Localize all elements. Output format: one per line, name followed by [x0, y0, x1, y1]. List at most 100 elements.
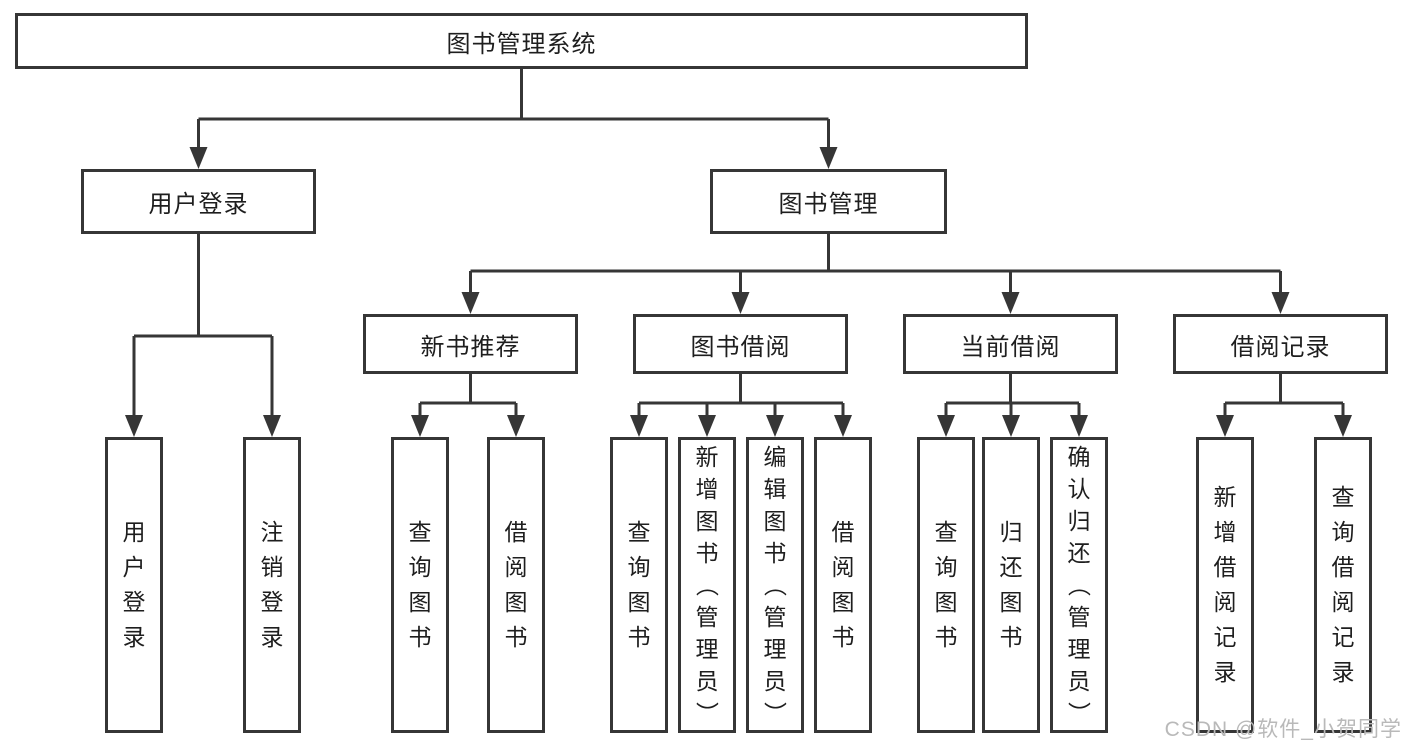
- vertical-glyph: 登: [260, 589, 284, 615]
- arrowhead-icon: [1070, 415, 1088, 437]
- vertical-glyph: 录: [1331, 659, 1355, 685]
- vertical-glyph: 图: [408, 589, 432, 615]
- vertical-glyph: 登: [122, 589, 146, 615]
- vertical-glyph: 询: [627, 554, 651, 580]
- vertical-glyph: 还: [999, 554, 1023, 580]
- vertical-glyph: （: [694, 573, 720, 597]
- vertical-glyph: 辑: [763, 476, 787, 502]
- node-book-management: 图书管理: [710, 169, 947, 234]
- vertical-glyph: 借: [504, 519, 528, 545]
- vertical-glyph: 书: [695, 540, 719, 566]
- node-leaf-edit-book-admin: 编辑图书（管理员）: [746, 437, 804, 733]
- node-current-borrowing: 当前借阅: [903, 314, 1118, 374]
- vertical-glyph: 户: [122, 554, 146, 580]
- vertical-glyph: 新: [1213, 484, 1237, 510]
- vertical-glyph: 录: [122, 624, 146, 650]
- vertical-glyph: 查: [408, 519, 432, 545]
- vertical-glyph: 管: [763, 604, 787, 630]
- arrowhead-icon: [411, 415, 429, 437]
- vertical-glyph: 销: [260, 554, 284, 580]
- vertical-glyph: 书: [831, 624, 855, 650]
- vertical-glyph: 图: [934, 589, 958, 615]
- vertical-glyph: 增: [1213, 519, 1237, 545]
- vertical-glyph: 图: [504, 589, 528, 615]
- vertical-glyph: 阅: [831, 554, 855, 580]
- node-leaf-add-borrow-record: 新增借阅记录: [1196, 437, 1254, 733]
- arrowhead-icon: [461, 292, 480, 314]
- node-leaf-query-book-rec: 查询图书: [391, 437, 449, 733]
- vertical-glyph: 借: [1331, 554, 1355, 580]
- vertical-glyph: 认: [1067, 476, 1091, 502]
- vertical-glyph: 还: [1067, 540, 1091, 566]
- arrowhead-icon: [937, 415, 955, 437]
- vertical-glyph: 归: [999, 519, 1023, 545]
- arrowhead-icon: [263, 415, 281, 437]
- arrowhead-icon: [1334, 415, 1352, 437]
- node-leaf-return-book: 归还图书: [982, 437, 1040, 733]
- vertical-glyph: 阅: [1331, 589, 1355, 615]
- vertical-glyph: 员: [695, 668, 719, 694]
- arrowhead-icon: [507, 415, 525, 437]
- node-leaf-query-book: 查询图书: [610, 437, 668, 733]
- vertical-glyph: 借: [1213, 554, 1237, 580]
- arrowhead-icon: [834, 415, 852, 437]
- arrowhead-icon: [766, 415, 784, 437]
- vertical-glyph: （: [1066, 573, 1092, 597]
- vertical-glyph: ）: [762, 701, 788, 725]
- arrowhead-icon: [731, 292, 750, 314]
- vertical-glyph: 图: [831, 589, 855, 615]
- arrowhead-icon: [1216, 415, 1234, 437]
- vertical-glyph: 查: [1331, 484, 1355, 510]
- vertical-glyph: 理: [695, 636, 719, 662]
- vertical-glyph: 询: [1331, 519, 1355, 545]
- vertical-glyph: 理: [763, 636, 787, 662]
- vertical-glyph: 阅: [1213, 589, 1237, 615]
- node-leaf-user-login: 用户登录: [105, 437, 163, 733]
- vertical-glyph: 图: [763, 508, 787, 534]
- vertical-glyph: 查: [627, 519, 651, 545]
- vertical-glyph: 理: [1067, 636, 1091, 662]
- vertical-glyph: 注: [260, 519, 284, 545]
- vertical-glyph: 管: [1067, 604, 1091, 630]
- vertical-glyph: 确: [1067, 444, 1091, 470]
- vertical-glyph: 书: [408, 624, 432, 650]
- vertical-glyph: 录: [1213, 659, 1237, 685]
- node-book-borrowing: 图书借阅: [633, 314, 848, 374]
- node-leaf-confirm-return-admin: 确认归还 （ 管理员 ）: [1050, 437, 1108, 733]
- vertical-glyph: ）: [1066, 701, 1092, 725]
- vertical-glyph: 阅: [504, 554, 528, 580]
- arrowhead-icon: [125, 415, 143, 437]
- vertical-glyph: 图: [695, 508, 719, 534]
- node-borrowing-records: 借阅记录: [1173, 314, 1388, 374]
- vertical-glyph: 归: [1067, 508, 1091, 534]
- node-leaf-add-book-admin: 新增图书 （ 管理员 ）: [678, 437, 736, 733]
- vertical-glyph: 书: [763, 540, 787, 566]
- vertical-glyph: 书: [934, 624, 958, 650]
- node-user-login: 用户登录: [81, 169, 316, 234]
- vertical-glyph: 新: [695, 444, 719, 470]
- vertical-glyph: ）: [694, 701, 720, 725]
- vertical-glyph: 员: [763, 668, 787, 694]
- vertical-glyph: 书: [999, 624, 1023, 650]
- vertical-glyph: 增: [695, 476, 719, 502]
- vertical-glyph: 员: [1067, 668, 1091, 694]
- node-leaf-query-borrow-record: 查询借阅记录: [1314, 437, 1372, 733]
- vertical-glyph: 管: [695, 604, 719, 630]
- node-leaf-borrow-book-rec: 借阅图书: [487, 437, 545, 733]
- arrowhead-icon: [1001, 292, 1020, 314]
- arrowhead-icon: [819, 147, 838, 169]
- vertical-glyph: 询: [408, 554, 432, 580]
- vertical-glyph: 询: [934, 554, 958, 580]
- vertical-glyph: 图: [627, 589, 651, 615]
- node-leaf-query-book-current: 查询图书: [917, 437, 975, 733]
- node-root: 图书管理系统: [15, 13, 1028, 69]
- vertical-glyph: 用: [122, 519, 146, 545]
- vertical-glyph: 录: [260, 624, 284, 650]
- vertical-glyph: 记: [1331, 624, 1355, 650]
- vertical-glyph: 图: [999, 589, 1023, 615]
- arrowhead-icon: [1002, 415, 1020, 437]
- vertical-glyph: 查: [934, 519, 958, 545]
- node-new-book-recommend: 新书推荐: [363, 314, 578, 374]
- arrowhead-icon: [1271, 292, 1290, 314]
